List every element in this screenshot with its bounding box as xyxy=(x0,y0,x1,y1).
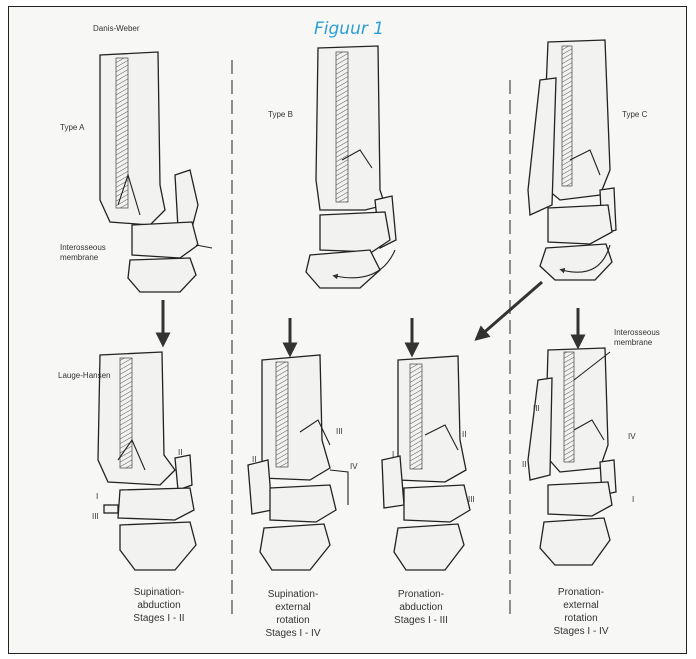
caption-supination-abduction: Supination- abduction Stages I - II xyxy=(104,586,214,625)
ankle-lauge-hansen-4 xyxy=(528,348,616,565)
label-stage-ii-1: II xyxy=(178,448,182,458)
label-lauge-hansen: Lauge-Hansen xyxy=(58,371,110,381)
arrow-c-diagonal xyxy=(480,282,542,336)
label-stage-iii-4: III xyxy=(533,404,540,414)
ankle-type-b xyxy=(306,46,396,288)
ankle-lauge-hansen-1 xyxy=(98,352,196,570)
label-stage-iv-4: IV xyxy=(628,432,636,442)
label-stage-i-3: I xyxy=(392,450,394,460)
caption-pronation-external-rotation: Pronation- external rotation Stages I - … xyxy=(526,586,636,638)
label-stage-iii-3: III xyxy=(468,495,475,505)
label-stage-ii-2: II xyxy=(252,455,256,465)
label-stage-i-4: I xyxy=(632,495,634,505)
ankle-lauge-hansen-2 xyxy=(248,355,348,570)
ankle-lauge-hansen-3 xyxy=(382,356,470,570)
label-interosseous-membrane-2: Interosseous membrane xyxy=(614,328,676,348)
label-stage-ii-3: II xyxy=(462,430,466,440)
label-stage-ii-4: II xyxy=(522,460,526,470)
caption-supination-external-rotation: Supination- external rotation Stages I -… xyxy=(238,588,348,640)
label-stage-iii-1: III xyxy=(92,512,99,522)
label-type-c: Type C xyxy=(622,110,647,120)
label-stage-iii-2: III xyxy=(336,427,343,437)
label-interosseous-membrane-1: Interosseous membrane xyxy=(60,243,122,263)
label-type-b: Type B xyxy=(268,110,293,120)
label-type-a: Type A xyxy=(60,123,84,133)
ankle-type-c xyxy=(528,40,616,280)
caption-pronation-abduction: Pronation- abduction Stages I - III xyxy=(366,588,476,627)
label-stage-i-1: I xyxy=(96,492,98,502)
label-danis-weber: Danis-Weber xyxy=(93,24,140,34)
label-stage-iv-2: IV xyxy=(350,462,358,472)
